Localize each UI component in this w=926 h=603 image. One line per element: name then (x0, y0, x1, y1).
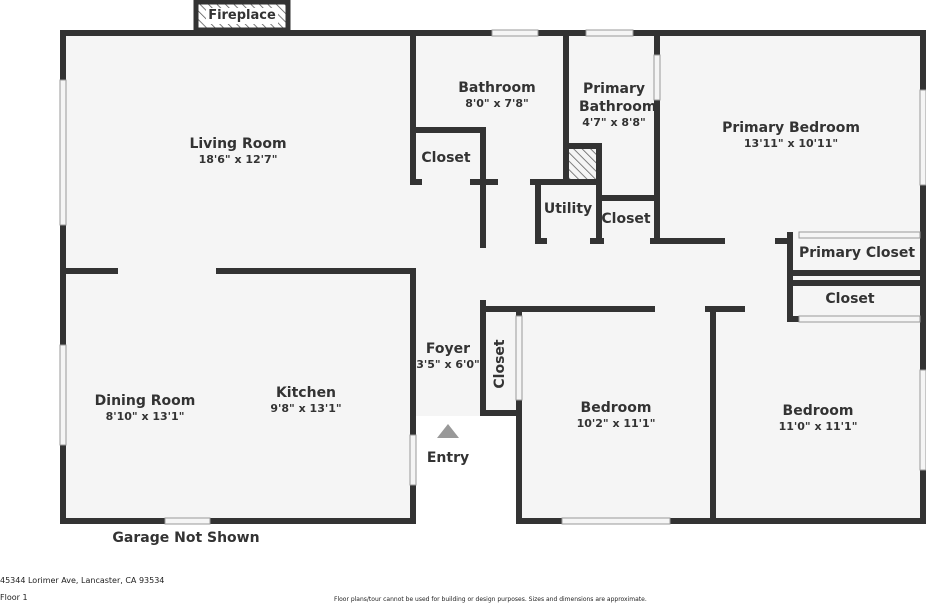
closet-label: Closet (825, 291, 875, 307)
closet-label: Closet (421, 150, 471, 166)
closet-label: Closet (492, 339, 508, 389)
disclaimer: Floor plans/tour cannot be used for buil… (334, 596, 647, 603)
entry-arrow-icon (437, 424, 459, 438)
windows (59, 29, 926, 525)
garage-note: Garage Not Shown (112, 530, 260, 546)
entry-label: Entry (426, 450, 470, 466)
fireplace-label: Fireplace (208, 8, 276, 23)
hatched-shaft (569, 149, 596, 179)
primary-closet-label: Primary Closet (798, 245, 916, 261)
utility-label: Utility (543, 201, 593, 217)
address: 45344 Lorimer Ave, Lancaster, CA 93534 (0, 576, 165, 585)
floor-label: Floor 1 (0, 593, 28, 602)
closet-label: Closet (601, 211, 651, 227)
